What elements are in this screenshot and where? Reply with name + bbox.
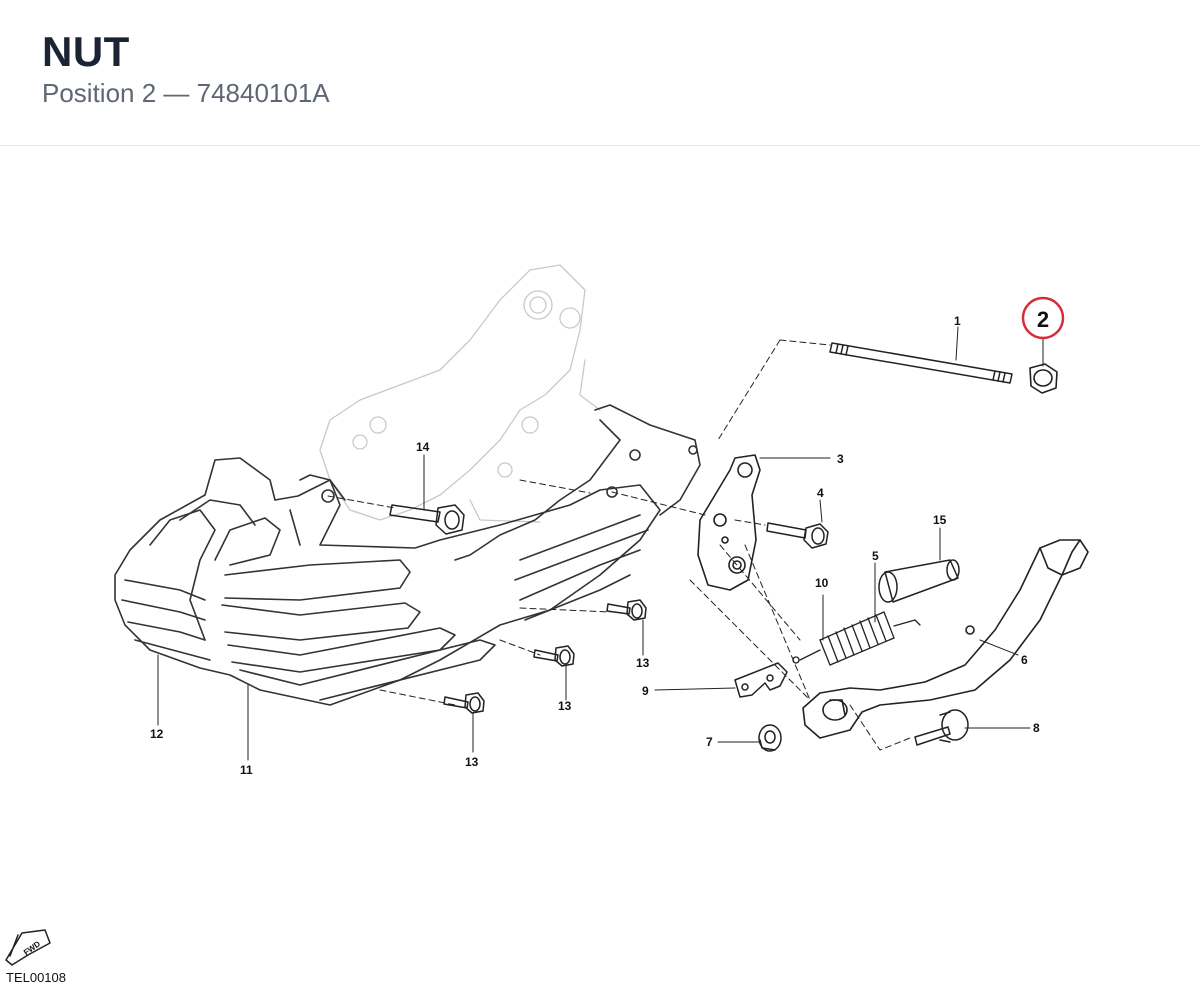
fwd-label: FWD <box>22 939 42 957</box>
page-header: NUT Position 2 — 74840101A <box>0 0 1200 146</box>
callout-2: 2 <box>1037 307 1049 332</box>
callout-6: 6 <box>1021 653 1028 667</box>
page-title: NUT <box>42 28 130 75</box>
callout-4: 4 <box>817 486 824 500</box>
pivot-bolt-part-8 <box>914 709 969 746</box>
assembly-leader-lines <box>327 339 911 751</box>
callout-9: 9 <box>642 684 649 698</box>
screw-part-14 <box>389 504 465 535</box>
callout-13-b: 13 <box>558 699 572 713</box>
callout-7: 7 <box>706 735 713 749</box>
target-callout-ring <box>1021 296 1065 340</box>
callout-13-c: 13 <box>465 755 479 769</box>
callout-3: 3 <box>837 452 844 466</box>
skid-plate-part-11 <box>114 404 701 706</box>
side-stand-part-6 <box>802 539 1089 739</box>
screw-part-13-a <box>606 599 647 621</box>
callout-5: 5 <box>872 549 879 563</box>
spring-part-5 <box>792 611 921 666</box>
callout-10: 10 <box>815 576 829 590</box>
callout-1: 1 <box>954 314 961 328</box>
sleeve-part-15 <box>878 559 960 603</box>
screw-part-13-b <box>533 645 575 667</box>
drawing-code: TEL00108 <box>6 970 66 985</box>
exploded-parts-diagram: 1 2 3 4 15 5 10 6 9 7 8 14 13 13 13 12 1… <box>5 264 1089 966</box>
nut-part-2 <box>1029 363 1058 394</box>
engine-casing-outline <box>319 264 601 523</box>
callout-15: 15 <box>933 513 947 527</box>
callout-13-a: 13 <box>636 656 650 670</box>
screw-part-4 <box>766 522 829 549</box>
part-position-subtitle: Position 2 — 74840101A <box>42 78 330 108</box>
plate-part-9 <box>734 662 788 698</box>
bush-part-7 <box>758 724 782 752</box>
stand-bracket-part-3 <box>697 454 761 591</box>
callout-14: 14 <box>416 440 430 454</box>
stud-part-1 <box>829 342 1013 384</box>
fwd-arrow-icon <box>5 929 51 966</box>
callout-8: 8 <box>1033 721 1040 735</box>
callout-leaders <box>157 326 1044 761</box>
screw-part-13-c <box>443 692 485 714</box>
callout-12: 12 <box>150 727 164 741</box>
callout-11: 11 <box>240 763 253 777</box>
